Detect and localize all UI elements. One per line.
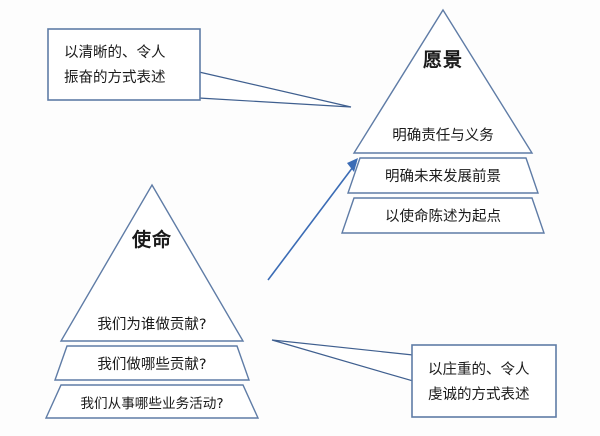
vision-band-label-2: 明确未来发展前景 bbox=[385, 168, 501, 185]
mission-callout-tail bbox=[271, 339, 414, 382]
mission-pyramid-band-3[interactable] bbox=[44, 384, 260, 419]
vision-pyramid-band-3[interactable] bbox=[341, 197, 545, 234]
vision-callout-line-2: 振奋的方式表述 bbox=[64, 69, 166, 86]
arrow-head-icon bbox=[347, 158, 358, 172]
mission-band-label-2: 我们做哪些贡献? bbox=[97, 356, 206, 373]
mission-callout-line-1: 以庄重的、令人 bbox=[428, 360, 530, 378]
vision-callout-box[interactable] bbox=[47, 28, 201, 101]
vision-pyramid-cap[interactable] bbox=[352, 8, 534, 154]
mission-callout-line-2: 虔诚的方式表述 bbox=[428, 386, 530, 403]
mission-pyramid-title: 使命 bbox=[131, 228, 172, 251]
mission-pyramid-band-2[interactable] bbox=[54, 345, 250, 381]
vision-pyramid-title: 愿景 bbox=[423, 49, 463, 71]
mission-callout-box[interactable] bbox=[411, 344, 557, 418]
mission-band-label-3: 我们从事哪些业务活动? bbox=[80, 396, 223, 412]
vision-callout-tail bbox=[198, 71, 352, 108]
mission-pyramid-cap[interactable] bbox=[59, 183, 245, 342]
vision-callout[interactable]: 以清晰的、令人 振奋的方式表述 bbox=[47, 28, 352, 108]
mission-band-label-1: 我们为谁做贡献? bbox=[97, 316, 206, 333]
vision-pyramid-band-2[interactable] bbox=[347, 157, 539, 194]
vision-pyramid[interactable]: 愿景 明确责任与义务 明确未来发展前景 以使命陈述为起点 bbox=[341, 8, 545, 234]
vision-band-label-1: 明确责任与义务 bbox=[392, 127, 494, 144]
vision-callout-line-1: 以清晰的、令人 bbox=[64, 44, 166, 61]
mission-to-vision-arrow[interactable] bbox=[267, 158, 358, 281]
mission-pyramid[interactable]: 使命 我们为谁做贡献? 我们做哪些贡献? 我们从事哪些业务活动? bbox=[44, 183, 260, 419]
mission-callout[interactable]: 以庄重的、令人 虔诚的方式表述 bbox=[271, 339, 557, 418]
vision-band-label-3: 以使命陈述为起点 bbox=[385, 207, 501, 225]
